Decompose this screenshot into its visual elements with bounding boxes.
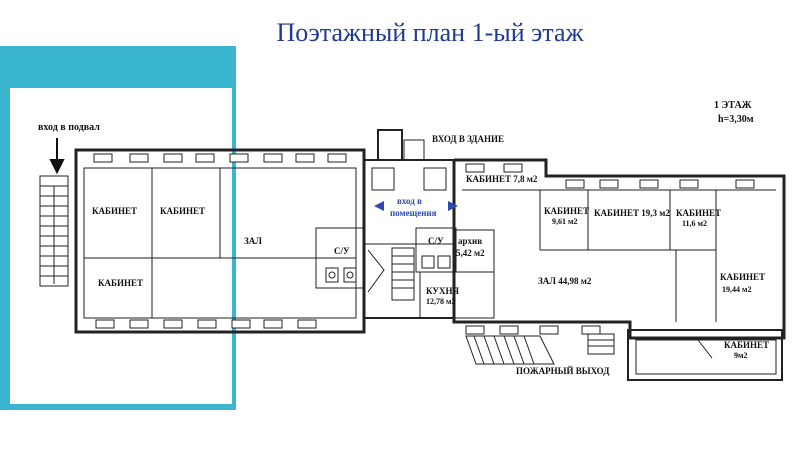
label-kitchen-b: 12,78 м2 [426,297,455,306]
label-building-entry: ВХОД В ЗДАНИЕ [432,134,504,144]
accent-band-top [0,46,234,88]
label-cabinet-961-a: КАБИНЕТ [544,206,589,216]
label-basement-entry: вход в подвал [38,122,100,133]
label-cabinet-1: КАБИНЕТ [92,206,137,216]
label-cabinet-193: КАБИНЕТ 19,3 м2 [594,208,670,218]
windows-right-top [465,163,755,189]
accent-band-left [0,46,10,410]
label-fire-exit: ПОЖАРНЫЙ ВЫХОД [516,366,610,376]
page-title: Поэтажный план 1-ый этаж [276,18,584,47]
label-cabinet-9-b: 9м2 [734,351,747,360]
label-kitchen-a: КУХНЯ [426,286,459,296]
wc-left-fixtures [325,267,357,283]
label-cabinet-2: КАБИНЕТ [160,206,205,216]
left-wing [74,148,366,334]
label-hall-left: ЗАЛ [244,236,262,246]
label-archive-a: архив [458,236,482,246]
right-wing [419,158,786,381]
label-cabinet-1944-b: 19,44 м2 [722,285,751,294]
label-room-entry-2: помещения [390,208,437,218]
accent-band-bottom [0,404,236,410]
fire-exit-stairs [465,335,555,365]
label-floor: 1 ЭТАЖ [714,100,752,111]
label-wc-left: С/У [334,246,350,256]
label-hall-right: ЗАЛ 44,98 м2 [538,276,592,286]
label-room-entry-1: вход в [397,196,422,206]
label-archive-b: 5,42 м2 [456,248,485,258]
accent-band-right [232,46,236,410]
label-cabinet-78: КАБИНЕТ 7,8 м2 [466,174,538,184]
fire-exit-step [587,333,615,355]
label-cabinet-1944-a: КАБИНЕТ [720,272,765,282]
label-wc-mid: С/У [428,236,444,246]
entry-arrows-icon [374,201,458,211]
label-cabinet-116-b: 11,6 м2 [682,219,707,228]
label-cabinet-9-a: КАБИНЕТ [724,340,769,350]
label-cabinet-961-b: 9,61 м2 [552,217,577,226]
windows-right-bottom [465,325,601,335]
label-cabinet-116-a: КАБИНЕТ [676,208,721,218]
label-height: h=3,30м [718,114,754,125]
basement-stairs [39,175,69,287]
basement-arrow-icon [49,138,65,175]
windows-left-bottom [95,319,317,329]
windows-left-top [93,153,347,163]
label-cabinet-3: КАБИНЕТ [98,278,143,288]
